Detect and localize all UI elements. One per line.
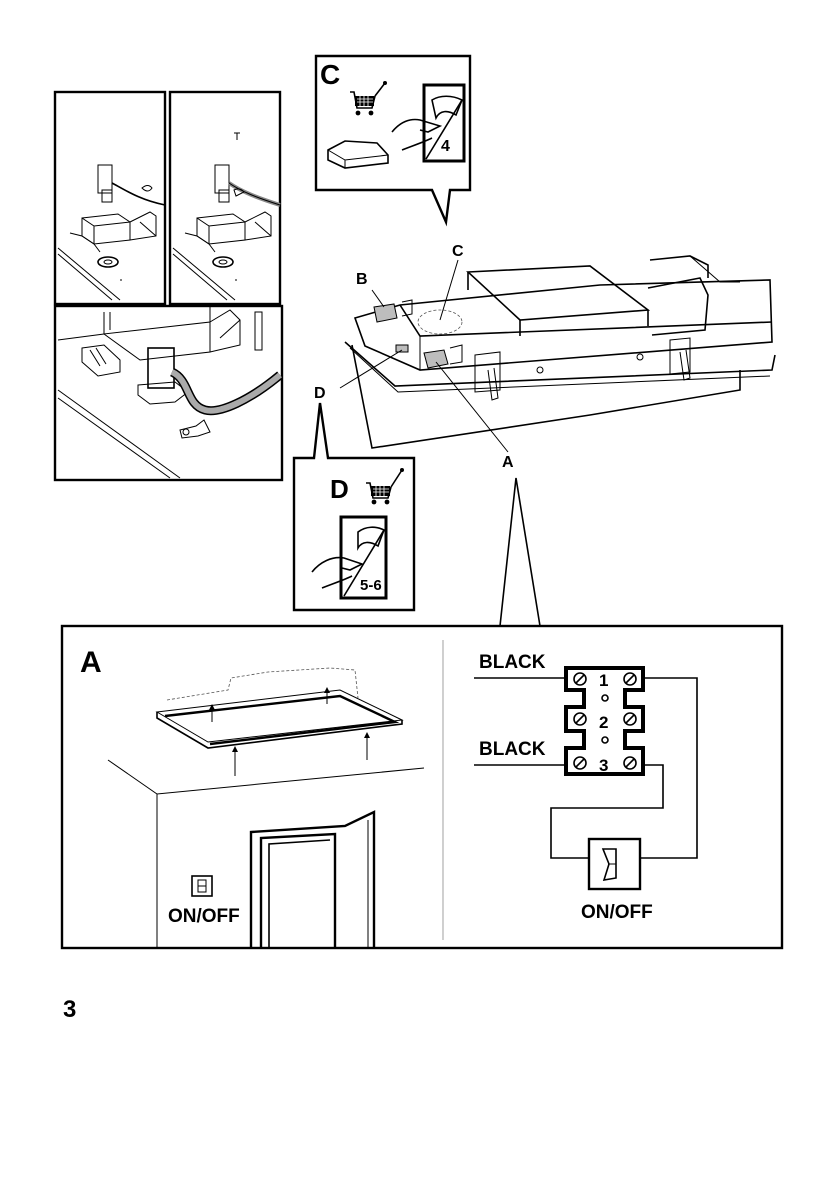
callout-label-b: B <box>356 271 368 288</box>
callout-label-d: D <box>314 385 326 402</box>
callout-c: C 4 <box>314 54 472 227</box>
callout-d: D 5-6 <box>292 402 416 612</box>
hood-mounting-illustration <box>155 667 404 776</box>
shopping-cart-icon <box>366 468 404 505</box>
rocker-switch-icon <box>587 837 642 891</box>
room-illustration: ON/OFF <box>107 759 425 948</box>
wall-switch-label: ON/OFF <box>168 906 240 927</box>
terminal-screw-icon <box>573 672 637 770</box>
wall-switch-icon <box>191 875 213 897</box>
wire-top-label: BLACK <box>479 652 546 673</box>
detail-a-panel: A ON/OFF <box>60 477 784 950</box>
wiring-diagram: BLACK BLACK 1 2 3 <box>474 652 698 923</box>
step-panel-2 <box>168 90 282 306</box>
callout-d-letter: D <box>330 474 349 504</box>
wire-bottom-label: BLACK <box>479 739 546 760</box>
filter-accessory-icon <box>327 140 389 169</box>
callout-d-page-ref: 5-6 <box>360 577 382 594</box>
step-panel-3 <box>53 304 284 482</box>
step-panels <box>53 90 284 482</box>
shopping-cart-icon <box>350 81 387 116</box>
manual-page-icon: 4 <box>391 83 466 163</box>
callout-c-page-ref: 4 <box>441 138 450 155</box>
terminal-1: 1 <box>599 671 608 690</box>
hood-overview: B C D A <box>314 243 776 471</box>
manual-page-icon: 5-6 <box>311 515 388 600</box>
switch-label: ON/OFF <box>581 902 653 923</box>
step-panel-1 <box>53 90 167 306</box>
callout-label-c: C <box>452 243 464 260</box>
callout-label-a: A <box>502 454 514 471</box>
terminal-2: 2 <box>599 713 608 732</box>
detail-a-letter: A <box>80 646 102 679</box>
page-number: 3 <box>63 996 76 1023</box>
terminal-3: 3 <box>599 756 608 775</box>
callout-c-letter: C <box>320 59 340 90</box>
